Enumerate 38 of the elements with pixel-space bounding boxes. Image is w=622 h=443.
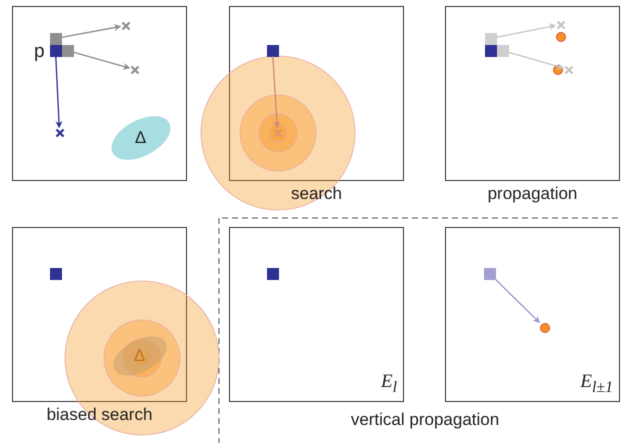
square-marker <box>50 32 62 44</box>
square-marker <box>266 268 278 280</box>
panel-label: E$_{l±1}$ <box>580 371 613 397</box>
panel-frame <box>445 6 620 181</box>
panel-caption: biased search <box>46 405 152 425</box>
arrow <box>495 278 540 324</box>
arrow <box>272 56 280 128</box>
arrow <box>73 52 130 70</box>
arrow <box>508 52 564 70</box>
square-marker <box>50 44 62 56</box>
circle-marker <box>556 32 566 42</box>
square-marker <box>484 32 496 44</box>
arrow <box>61 24 122 38</box>
cross-mark <box>272 128 282 138</box>
square-marker <box>266 44 278 56</box>
panel-frame <box>12 227 187 402</box>
square-marker <box>50 268 62 280</box>
square-marker <box>496 44 508 56</box>
arrow <box>496 23 556 38</box>
square-marker <box>62 44 74 56</box>
circle-marker <box>540 322 550 332</box>
cross-mark <box>556 20 566 30</box>
panel-frame <box>229 6 404 181</box>
panel-frame <box>229 227 404 402</box>
arrow <box>55 56 62 128</box>
point-label: p <box>34 41 45 63</box>
panel-caption: search <box>290 184 342 204</box>
square-marker <box>484 268 496 280</box>
cross-mark <box>120 20 130 30</box>
cross-mark <box>130 64 140 74</box>
panel-frame <box>445 227 620 402</box>
cross-mark <box>564 64 574 74</box>
panel-frame <box>12 6 187 181</box>
panel-label: E$_{l}$ <box>380 371 397 397</box>
panel-caption: propagation <box>488 184 578 204</box>
caption: vertical propagation <box>350 410 500 430</box>
square-marker <box>484 44 496 56</box>
cross-mark <box>54 128 64 138</box>
